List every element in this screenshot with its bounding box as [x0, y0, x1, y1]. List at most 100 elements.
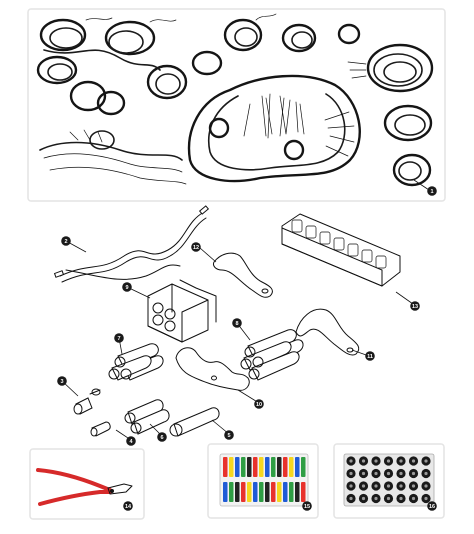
callout-16-label: 16 [429, 504, 435, 510]
grommet-hole [361, 484, 366, 488]
heat-shrink-tube [289, 482, 294, 502]
callout-10: 10 [254, 399, 264, 409]
grommet-hole [361, 496, 366, 501]
grommet-hole [374, 459, 378, 463]
callout-15: 15 [302, 501, 312, 511]
callout-15-label: 15 [304, 504, 310, 510]
double-p-clip [295, 308, 360, 356]
callout-14-label: 14 [125, 504, 132, 510]
callout-2: 2 [61, 236, 71, 246]
heat-shrink-tube [295, 457, 300, 477]
heat-shrink-tube [241, 457, 246, 477]
heat-shrink-tube [235, 457, 240, 477]
callout-4: 4 [126, 436, 136, 446]
grommet-hole [411, 471, 416, 476]
callout-12-label: 12 [193, 245, 199, 251]
grommet-hole [349, 484, 353, 488]
heat-shrink-tube [265, 457, 270, 477]
harness-coils-top [191, 13, 361, 76]
triple-p-clip [175, 347, 250, 391]
harness-loom-lower-left [39, 129, 187, 185]
callout-6: 6 [157, 432, 167, 442]
callout-3-label: 3 [60, 379, 63, 385]
harness-coils-left [36, 17, 188, 116]
parts-exploded-view [53, 205, 401, 437]
callout-5-label: 5 [227, 433, 230, 439]
leader-lines [61, 179, 430, 441]
heat-shrink-tube [229, 482, 234, 502]
callout-16: 16 [427, 501, 437, 511]
callout-14: 14 [123, 501, 133, 511]
three-way-bullet-connector [108, 343, 164, 381]
heat-shrink-tube [295, 482, 300, 502]
callout-3: 3 [57, 376, 67, 386]
heat-shrink-tube [259, 457, 264, 477]
callout-8: 8 [232, 318, 242, 328]
grommet-hole [411, 484, 416, 488]
twin-cable-lead [53, 205, 210, 283]
grommet-hole [386, 459, 391, 463]
heat-shrink-panel [207, 443, 319, 519]
callout-7: 7 [114, 333, 124, 343]
p-clip [213, 252, 273, 298]
grommet-hole [411, 459, 416, 463]
grommet-panel [333, 443, 445, 519]
harness-panel [27, 8, 446, 202]
heat-shrink-tube [283, 457, 288, 477]
four-way-bullet-connector [240, 329, 304, 381]
callout-1-label: 1 [430, 189, 433, 195]
grommet-hole [374, 496, 378, 501]
harness-main-loop [187, 74, 361, 183]
grommet-assortment [343, 453, 435, 507]
callout-4-label: 4 [129, 439, 133, 445]
callout-12: 12 [191, 242, 201, 252]
terminal-block [281, 213, 401, 287]
callout-6-label: 6 [160, 435, 163, 441]
callout-2-label: 2 [64, 239, 67, 245]
grommet-hole [399, 471, 403, 476]
grommet-hole [349, 459, 353, 463]
grommet-hole [399, 496, 403, 501]
callout-11: 11 [365, 351, 375, 361]
grommet-hole [361, 459, 366, 463]
heat-shrink-tube [235, 482, 240, 502]
heat-shrink-tube [253, 482, 258, 502]
heat-shrink-assortment [219, 453, 309, 507]
callout-11-label: 11 [367, 354, 373, 360]
heat-shrink-tube [247, 457, 252, 477]
crimper-panel [29, 448, 145, 520]
heat-shrink-tube [301, 457, 306, 477]
grommet-hole [424, 496, 428, 501]
callout-13: 13 [410, 301, 420, 311]
multi-way-connector [147, 279, 217, 343]
grommet-hole [386, 471, 391, 476]
heat-shrink-tube [265, 482, 270, 502]
heat-shrink-tube [241, 482, 246, 502]
heat-shrink-tube [259, 482, 264, 502]
grommet-hole [424, 471, 428, 476]
heat-shrink-tube [223, 482, 228, 502]
callout-8-label: 8 [235, 321, 238, 327]
callout-13-label: 13 [412, 304, 418, 310]
double-sleeve [124, 399, 170, 435]
callout-9-label: 9 [125, 285, 128, 291]
grommet-hole [424, 459, 428, 463]
grommet-hole [361, 471, 366, 476]
heat-shrink-tube [277, 482, 282, 502]
crimper-tool [36, 468, 133, 506]
heat-shrink-tube [301, 482, 306, 502]
heat-shrink-tube [229, 457, 234, 477]
grommet-hole [374, 484, 378, 488]
grommet-hole [349, 496, 353, 501]
heat-shrink-tube [247, 482, 252, 502]
callout-10-label: 10 [256, 402, 262, 408]
grommet-hole [374, 471, 378, 476]
callout-badges: 1 2 3 4 5 6 7 8 9 10 11 12 13 14 15 16 [57, 186, 437, 511]
harness-coils-right [347, 43, 434, 187]
callout-5: 5 [224, 430, 234, 440]
callout-7-label: 7 [117, 336, 120, 342]
grommet-hole [349, 471, 353, 476]
grommet-hole [424, 484, 428, 488]
heat-shrink-tube [223, 457, 228, 477]
single-bullet [90, 421, 111, 437]
